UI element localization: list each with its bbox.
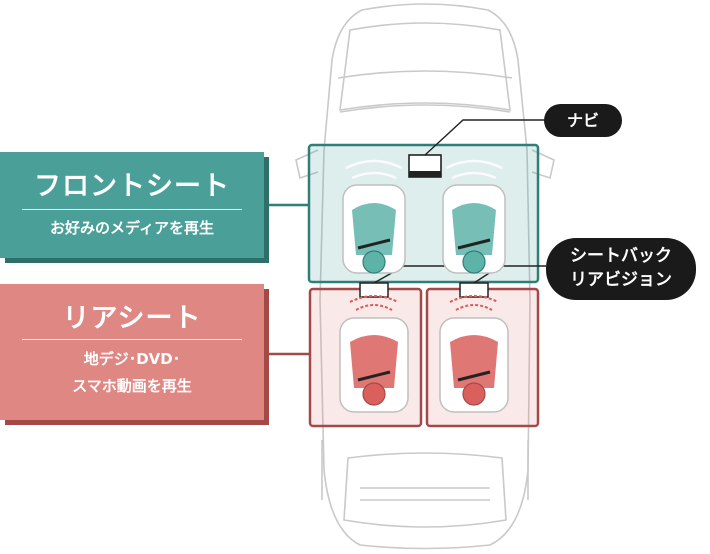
rear-vision-screen-icon bbox=[459, 282, 489, 298]
front-seat-subtitle: お好みのメディアを再生 bbox=[50, 219, 214, 237]
rear-seat-divider bbox=[22, 339, 242, 340]
car-outline-icon bbox=[295, 3, 555, 550]
rear-seat-subtitle-line2: スマホ動画を再生 bbox=[72, 377, 192, 395]
front-seat-divider bbox=[22, 209, 242, 210]
seatback-callout-line1: シートバック bbox=[570, 246, 672, 266]
passenger-icon bbox=[442, 184, 506, 274]
navi-leader-line bbox=[424, 119, 546, 156]
rear-seat-title: リアシート bbox=[62, 303, 202, 334]
navi-callout: ナビ bbox=[544, 104, 622, 137]
rear-seat-subtitle: 地デジ･DVD･ スマホ動画を再生 bbox=[0, 346, 264, 400]
front-seat-title: フロントシート bbox=[34, 171, 230, 202]
passenger-icon bbox=[339, 317, 409, 413]
passenger-icon bbox=[439, 317, 509, 413]
rear-vision-screen-icon bbox=[359, 282, 389, 298]
passenger-icon bbox=[342, 184, 406, 274]
seatback-callout-line2: リアビジョン bbox=[570, 270, 672, 290]
rear-seat-subtitle-line1: 地デジ･DVD･ bbox=[83, 350, 181, 368]
sound-wave-icon bbox=[349, 295, 499, 311]
front-seat-panel: フロントシート お好みのメディアを再生 bbox=[0, 152, 264, 258]
seatback-callout: シートバック リアビジョン bbox=[546, 238, 696, 300]
sound-wave-icon bbox=[345, 159, 503, 180]
rear-seat-panel: リアシート 地デジ･DVD･ スマホ動画を再生 bbox=[0, 284, 264, 420]
